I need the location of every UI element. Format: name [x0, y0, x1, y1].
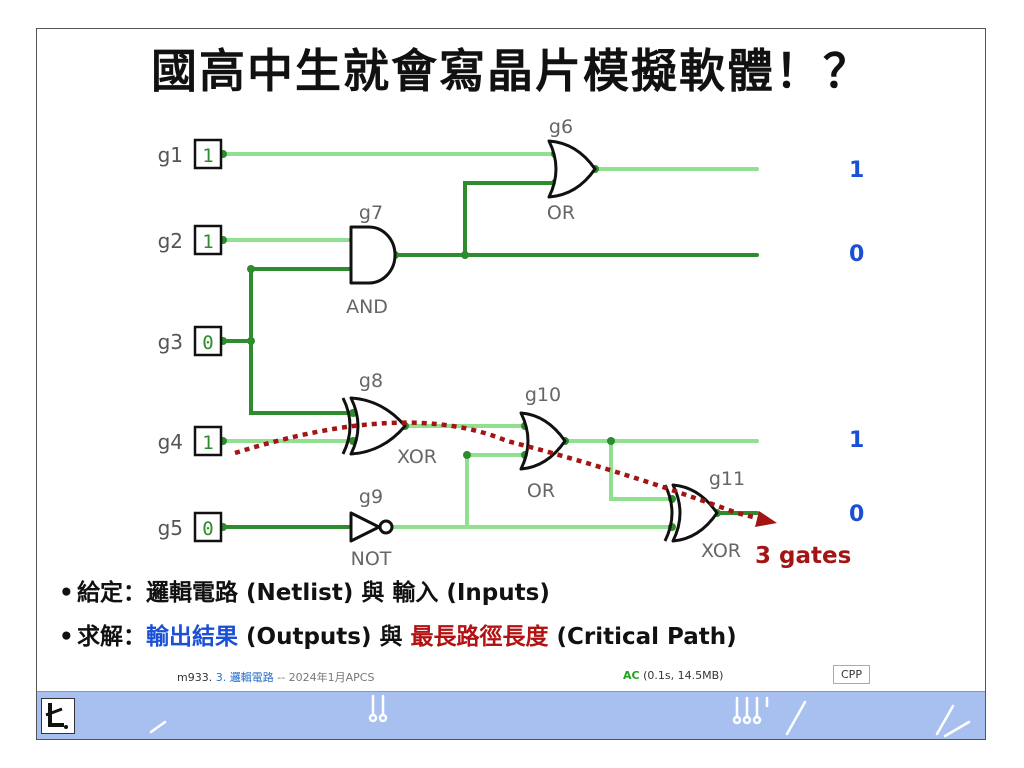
xor-gate-g8	[349, 396, 407, 456]
critical-path-curve	[234, 420, 762, 522]
bullet-dot: •	[59, 580, 74, 606]
circuit-diagram: g1 1 g2 1 g3 0 g4 1 g5 0	[158, 116, 865, 570]
input-label: g1	[158, 143, 183, 167]
slide-title: 國高中生就會寫晶片模擬軟體！？	[151, 44, 871, 98]
bullet-text: (Critical Path)	[548, 624, 737, 650]
footer-decoration-icon	[149, 694, 971, 738]
junctions	[219, 150, 721, 531]
gate-name: g7	[359, 202, 383, 224]
input-label: g4	[158, 430, 183, 454]
gate-type: AND	[346, 296, 388, 318]
and-gate-g7	[349, 225, 397, 285]
bullet-prefix: 求解：	[77, 624, 146, 650]
problem-date: -- 2024年1月APCS	[277, 671, 375, 684]
wire-g10-g11	[609, 439, 674, 501]
bullet-text-critical-path: 最長路徑長度	[410, 624, 549, 650]
gate-type: XOR	[701, 540, 741, 562]
input-box	[193, 325, 223, 357]
input-value: 1	[202, 432, 213, 454]
junction-dot	[607, 437, 615, 445]
verdict-badge: AC	[623, 669, 640, 682]
bullet-text: (Outputs) 與	[238, 624, 411, 650]
wire-g9-g10	[465, 453, 527, 529]
input-value: 1	[202, 145, 213, 167]
input-box	[193, 224, 223, 256]
gate-type: OR	[547, 202, 575, 224]
gate-name: g11	[709, 468, 745, 490]
bullet-list: •給定：邏輯電路 (Netlist) 與 輸入 (Inputs) •求解：輸出結…	[59, 575, 737, 663]
not-gate-g9-bubble	[378, 519, 394, 535]
gate-name: g9	[359, 486, 383, 508]
not-gate-g9	[349, 511, 381, 543]
wire-g7-g6	[463, 181, 557, 257]
input-g2: g2 1	[158, 224, 223, 256]
junction-dot	[461, 251, 469, 259]
judge-status-line: m933. 3. 邏輯電路 -- 2024年1月APCS AC (0.1s, 1…	[37, 665, 985, 687]
xor-gate-g8-arc	[341, 397, 352, 455]
xor-gate-g11	[671, 483, 719, 543]
gate-type: XOR	[397, 446, 437, 468]
bullet-dot: •	[59, 624, 74, 650]
problem-info: m933. 3. 邏輯電路 -- 2024年1月APCS	[177, 669, 374, 685]
wires	[221, 152, 759, 529]
bullet-text: 邏輯電路	[146, 580, 238, 606]
slide-footer	[37, 691, 985, 739]
input-box	[193, 511, 223, 543]
input-g3: g3 0	[158, 325, 223, 357]
bullet-text: (Netlist) 與 輸入 (Inputs)	[238, 580, 550, 606]
bullet-given: •給定：邏輯電路 (Netlist) 與 輸入 (Inputs)	[59, 575, 737, 619]
output-value: 0	[849, 242, 864, 267]
input-g4: g4 1	[158, 425, 223, 457]
critical-path-label: 3 gates	[755, 543, 851, 569]
gate-name: g10	[525, 384, 561, 406]
bullet-solve: •求解：輸出結果 (Outputs) 與 最長路徑長度 (Critical Pa…	[59, 619, 737, 663]
output-value: 1	[849, 428, 864, 453]
input-box	[193, 425, 223, 457]
slide: 國高中生就會寫晶片模擬軟體！？	[36, 28, 986, 740]
wire-g3-g7	[221, 267, 355, 343]
problem-link[interactable]: 3. 邏輯電路	[215, 671, 274, 684]
input-value: 0	[202, 518, 213, 540]
input-g5: g5 0	[158, 511, 223, 543]
output-value: 1	[849, 158, 864, 183]
gate-type: OR	[527, 480, 555, 502]
input-label: g3	[158, 330, 183, 354]
input-label: g2	[158, 229, 183, 253]
junction-dot	[247, 265, 255, 273]
logo-icon	[41, 698, 75, 734]
input-label: g5	[158, 516, 183, 540]
critical-path-arrowhead	[755, 511, 777, 527]
input-box	[193, 138, 223, 170]
bullet-prefix: 給定：	[77, 580, 146, 606]
wire-g3-g8	[249, 339, 355, 415]
or-gate-g10	[519, 411, 567, 471]
junction-dot	[247, 337, 255, 345]
bullet-text-outputs: 輸出結果	[146, 624, 238, 650]
gate-name: g6	[549, 116, 573, 138]
xor-gate-g11-arc	[663, 484, 674, 542]
input-value: 1	[202, 231, 213, 253]
verdict-info: AC (0.1s, 14.5MB)	[623, 669, 723, 682]
or-gate-g6	[547, 139, 597, 199]
input-g1: g1 1	[158, 138, 223, 170]
input-value: 0	[202, 332, 213, 354]
problem-id: m933.	[177, 671, 213, 684]
gate-type: NOT	[351, 548, 392, 570]
output-value: 0	[849, 502, 864, 527]
junction-dot	[463, 451, 471, 459]
gate-name: g8	[359, 370, 383, 392]
language-button[interactable]: CPP	[833, 665, 870, 684]
verdict-stats: (0.1s, 14.5MB)	[643, 669, 724, 682]
